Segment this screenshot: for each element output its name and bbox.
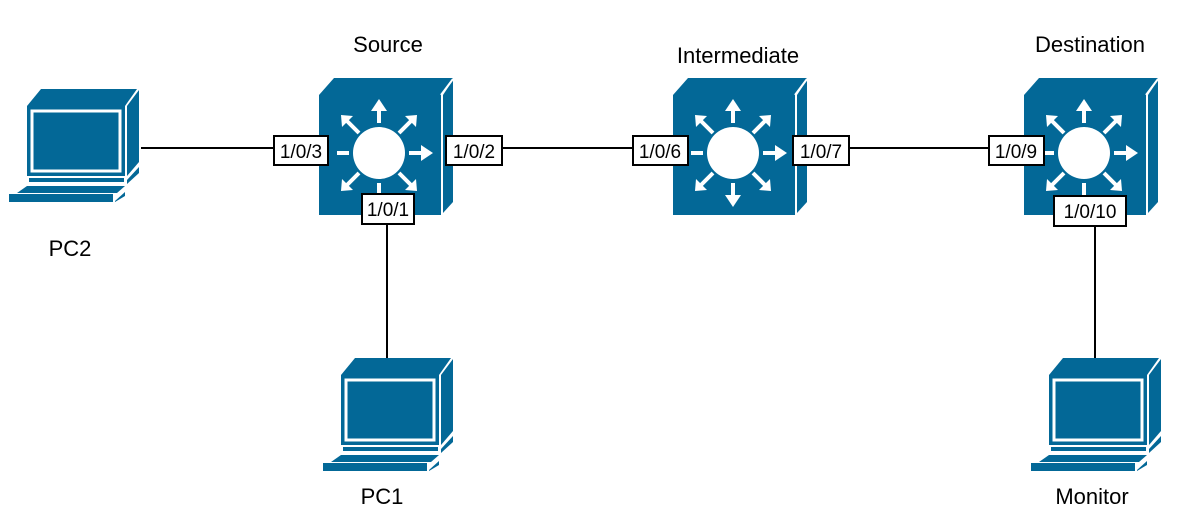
port-label-1-0-10: 1/0/10 <box>1053 195 1127 227</box>
destination-switch[interactable]: Destination <box>1022 32 1160 217</box>
source-label: Source <box>353 32 423 57</box>
pc2-computer-icon <box>7 87 141 204</box>
intermediate-switch-icon <box>671 76 809 217</box>
intermediate-label: Intermediate <box>677 43 799 68</box>
port-label-1-0-9: 1/0/9 <box>988 135 1045 166</box>
destination-label: Destination <box>1035 32 1145 57</box>
pc1-device[interactable]: PC1 <box>321 356 455 509</box>
monitor-computer-icon <box>1029 356 1163 473</box>
port-label-1-0-3: 1/0/3 <box>273 135 329 166</box>
monitor-device[interactable]: Monitor <box>1029 356 1163 509</box>
port-label-1-0-6: 1/0/6 <box>632 135 689 166</box>
pc2-device[interactable]: PC2 <box>7 87 141 261</box>
port-text: 1/0/9 <box>995 142 1037 163</box>
intermediate-switch[interactable]: Intermediate <box>671 43 809 217</box>
port-text: 1/0/3 <box>280 142 322 163</box>
source-switch[interactable]: Source <box>317 32 455 217</box>
port-text: 1/0/7 <box>800 142 842 163</box>
port-text: 1/0/1 <box>367 200 409 221</box>
pc1-computer-icon <box>321 356 455 473</box>
port-text: 1/0/2 <box>453 142 495 163</box>
pc1-label: PC1 <box>361 484 404 509</box>
port-label-1-0-1: 1/0/1 <box>361 193 415 225</box>
port-text: 1/0/6 <box>639 142 681 163</box>
port-label-1-0-7: 1/0/7 <box>792 135 850 166</box>
monitor-label: Monitor <box>1055 484 1128 509</box>
port-text: 1/0/10 <box>1064 202 1117 223</box>
pc2-label: PC2 <box>49 236 92 261</box>
port-label-1-0-2: 1/0/2 <box>445 135 503 166</box>
